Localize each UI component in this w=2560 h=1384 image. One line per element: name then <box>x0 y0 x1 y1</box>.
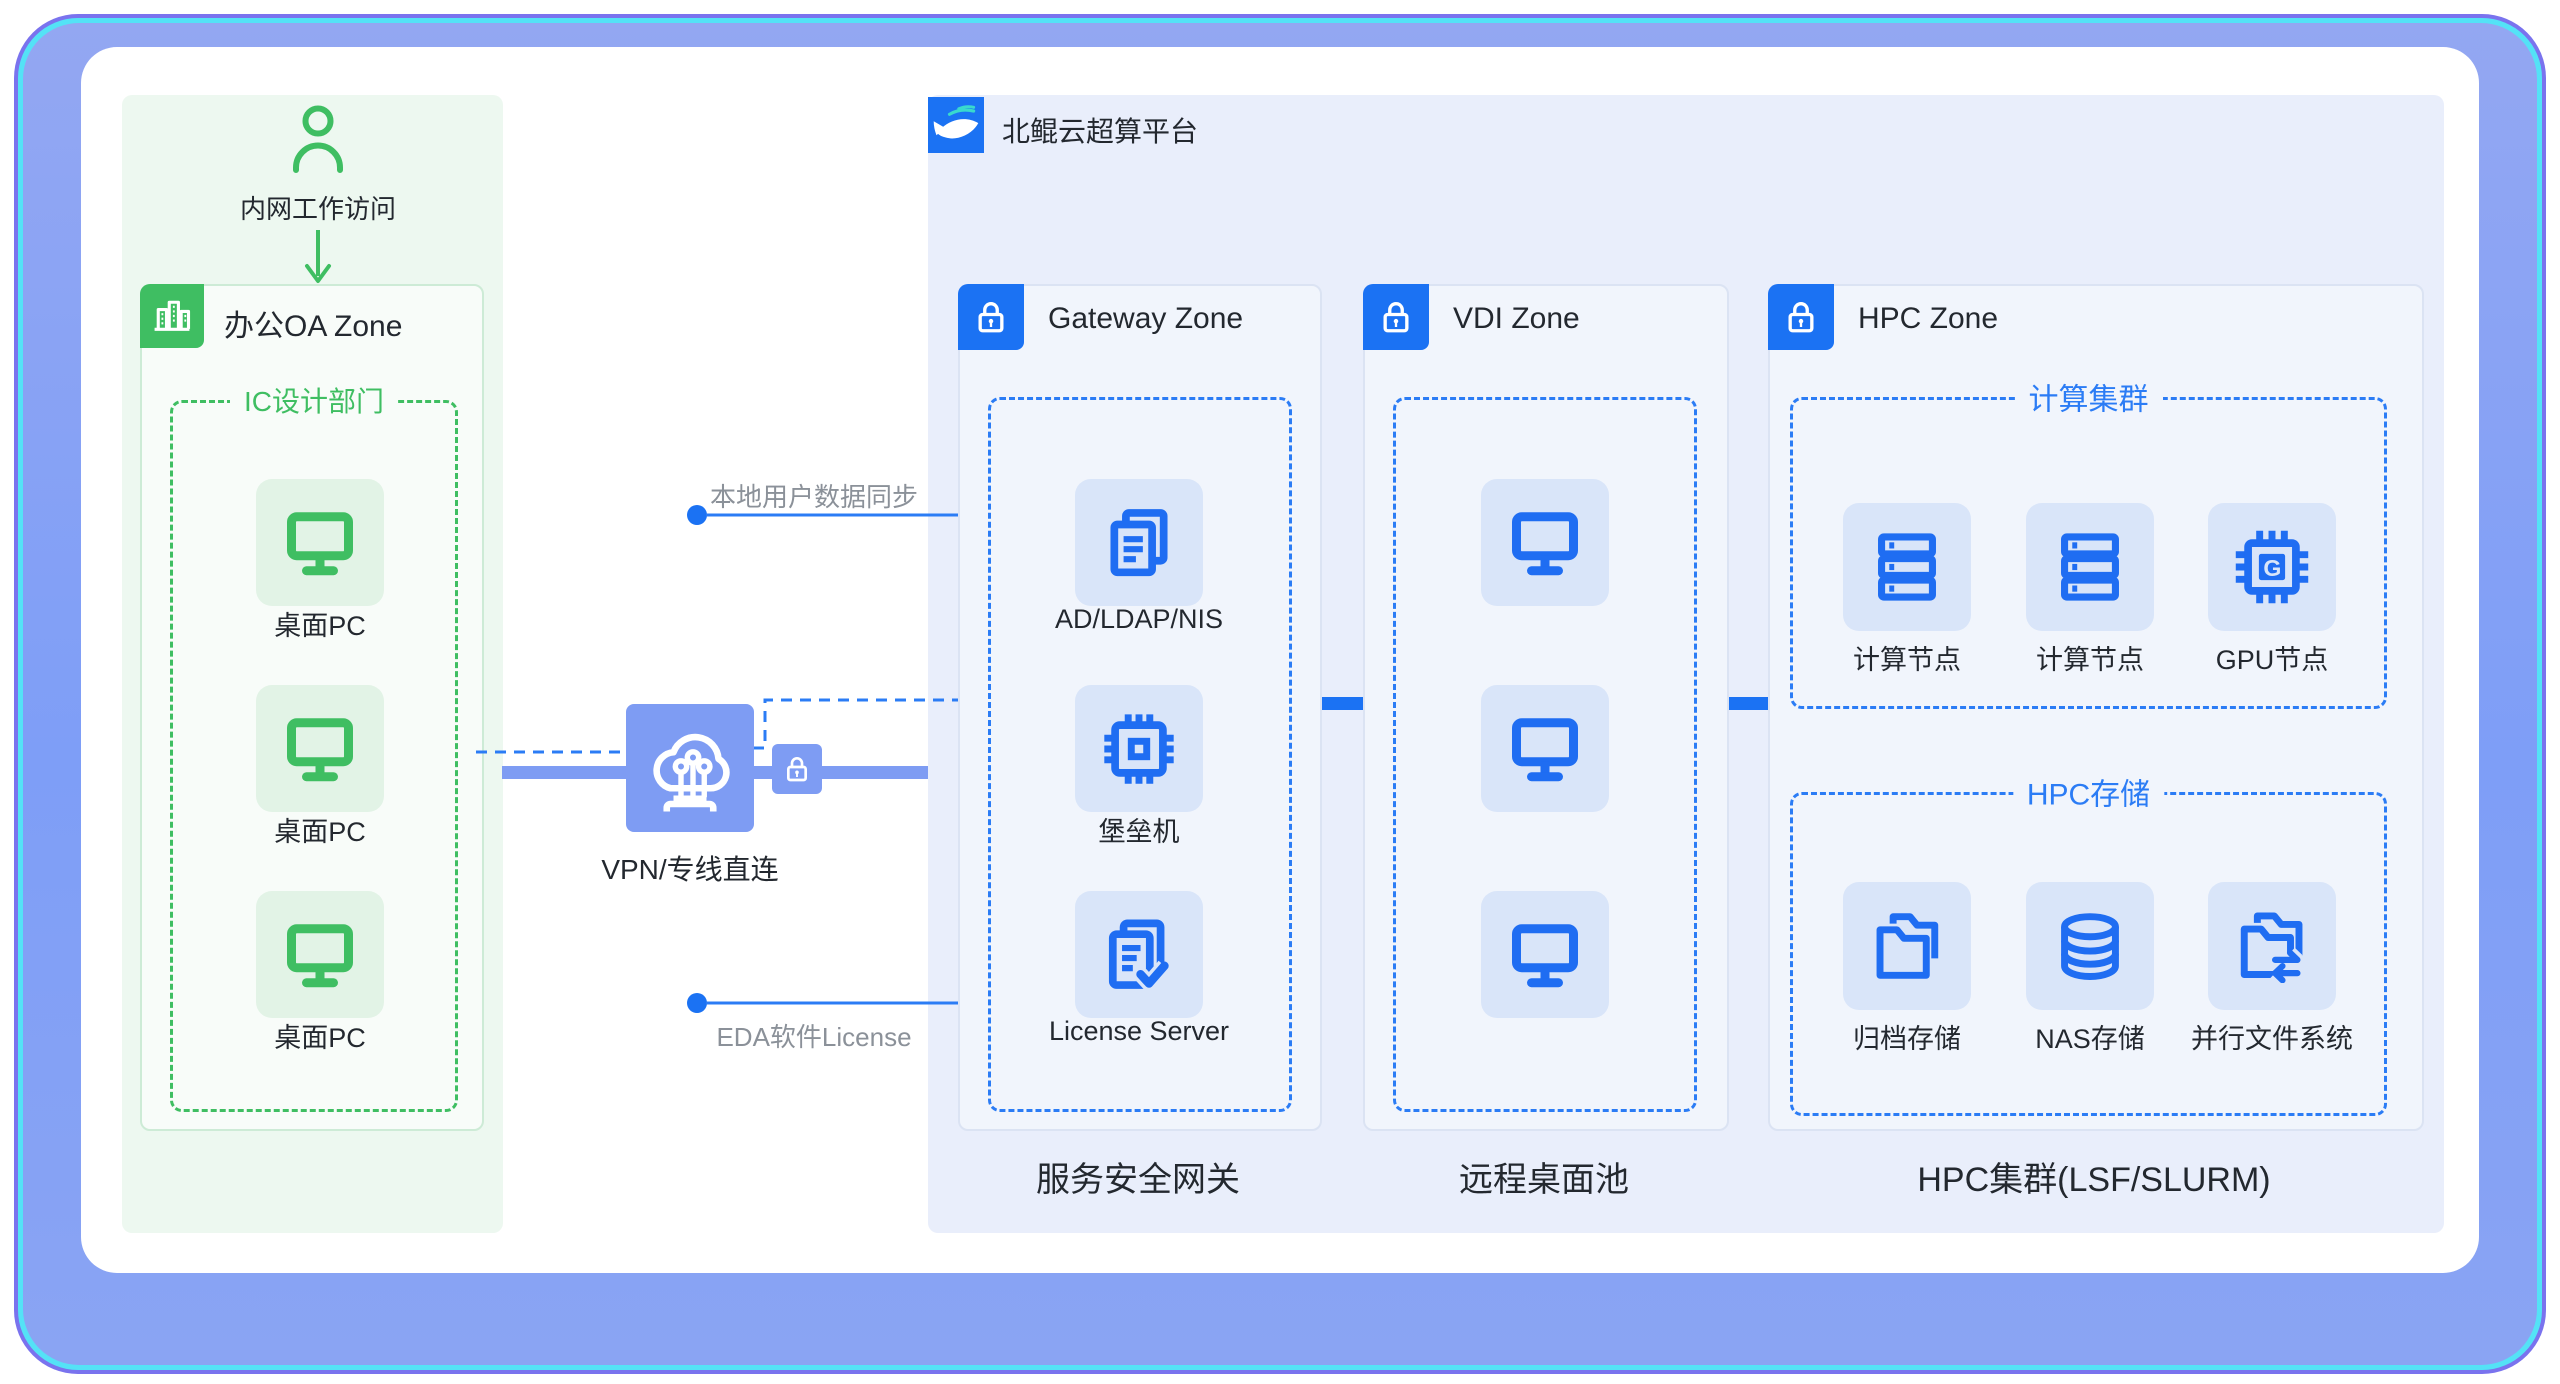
nas-storage-label: NAS存储 <box>2035 1024 2145 1054</box>
parallel-fs-tile <box>2208 882 2336 1010</box>
compute-cluster-label: 计算集群 <box>2014 374 2163 419</box>
archive-storage-tile <box>1843 882 1971 1010</box>
license-server-label: License Server <box>1048 1016 1230 1046</box>
folders-icon <box>1870 909 1944 983</box>
ic-design-group-box: IC设计部门 <box>170 379 458 1112</box>
gateway-zone-header <box>958 284 1024 350</box>
monitor-icon <box>1509 507 1581 579</box>
vdi-zone-header <box>1363 284 1429 350</box>
hpc-zone-box: HPC Zone 计算集群 计算节点 计算节点 GPU节点 HPC存储 归档存储… <box>1768 284 2424 1131</box>
vpn-cloud-node <box>626 704 754 832</box>
bastion-tile <box>1075 685 1203 812</box>
desktop-pc-tile <box>256 685 384 812</box>
lock-icon <box>1781 297 1821 337</box>
bastion-label: 堡垒机 <box>1098 817 1180 847</box>
oa-zone-title: 办公OA Zone <box>224 310 403 343</box>
gateway-zone-box: Gateway Zone AD/LDAP/NIS 堡垒机 License Ser… <box>958 284 1322 1131</box>
database-icon <box>2053 909 2127 983</box>
parallel-fs-label: 并行文件系统 <box>2191 1024 2353 1054</box>
monitor-icon <box>1509 919 1581 991</box>
monitor-icon <box>1509 713 1581 785</box>
compute-node-tile <box>2026 503 2154 631</box>
platform-logo <box>928 97 984 153</box>
license-check-icon <box>1102 918 1176 992</box>
vdi-caption: 远程桌面池 <box>1459 1161 1629 1199</box>
hpc-zone-header <box>1768 284 1834 350</box>
building-icon <box>150 294 194 338</box>
oa-zone-box: 办公OA Zone IC设计部门 桌面PC 桌面PC 桌面PC <box>140 284 484 1131</box>
documents-icon <box>1102 506 1176 580</box>
desktop-pc-label: 桌面PC <box>274 611 366 641</box>
lock-icon <box>781 753 813 785</box>
desktop-pc-tile <box>256 891 384 1018</box>
vdi-group-box <box>1393 397 1697 1112</box>
gpu-node-label: GPU节点 <box>2215 645 2329 675</box>
desktop-pc-label: 桌面PC <box>274 1023 366 1053</box>
compute-cluster-box: 计算集群 <box>1790 374 2387 709</box>
compute-node-label: 计算节点 <box>1853 645 1961 675</box>
server-rack-icon <box>2053 530 2127 604</box>
license-server-tile <box>1075 891 1203 1018</box>
vdi-zone-box: VDI Zone <box>1363 284 1729 1131</box>
hpc-zone-title: HPC Zone <box>1858 302 1999 335</box>
gateway-zone-title: Gateway Zone <box>1048 302 1244 335</box>
vpn-label: VPN/专线直连 <box>601 854 779 885</box>
gpu-chip-icon <box>2235 530 2309 604</box>
compute-node-tile <box>1843 503 1971 631</box>
oa-zone-header <box>140 284 204 348</box>
server-rack-icon <box>1870 530 1944 604</box>
secure-link-node <box>772 744 822 794</box>
desktop-pc-label: 桌面PC <box>274 817 366 847</box>
chip-icon <box>1102 712 1176 786</box>
cloud-network-icon <box>642 720 738 816</box>
archive-storage-label: 归档存储 <box>1853 1024 1961 1054</box>
ad-ldap-nis-tile <box>1075 479 1203 606</box>
ic-design-group-label: IC设计部门 <box>229 379 399 420</box>
lock-icon <box>971 297 1011 337</box>
monitor-icon <box>284 919 356 991</box>
user-sync-label: 本地用户数据同步 <box>709 482 919 512</box>
eda-license-label: EDA软件License <box>716 1022 912 1052</box>
monitor-icon <box>284 507 356 579</box>
intranet-access-label: 内网工作访问 <box>239 194 397 224</box>
whale-logo-icon <box>930 99 982 151</box>
user-icon <box>286 104 350 176</box>
parallel-filesystem-icon <box>2235 909 2309 983</box>
hpc-storage-label: HPC存储 <box>2012 769 2165 814</box>
gateway-group-box <box>988 397 1292 1112</box>
gpu-node-tile <box>2208 503 2336 631</box>
hpc-storage-box: HPC存储 <box>1790 769 2387 1116</box>
monitor-icon <box>284 713 356 785</box>
hpc-caption: HPC集群(LSF/SLURM) <box>1917 1161 2271 1199</box>
gateway-caption: 服务安全网关 <box>1036 1161 1240 1199</box>
platform-title: 北鲲云超算平台 <box>1002 116 1199 147</box>
vdi-desktop-tile <box>1481 479 1609 606</box>
lock-icon <box>1376 297 1416 337</box>
vdi-zone-title: VDI Zone <box>1453 302 1580 335</box>
nas-storage-tile <box>2026 882 2154 1010</box>
vdi-desktop-tile <box>1481 685 1609 812</box>
desktop-pc-tile <box>256 479 384 606</box>
vdi-desktop-tile <box>1481 891 1609 1018</box>
compute-node-label: 计算节点 <box>2036 645 2144 675</box>
ad-ldap-nis-label: AD/LDAP/NIS <box>1054 604 1224 634</box>
